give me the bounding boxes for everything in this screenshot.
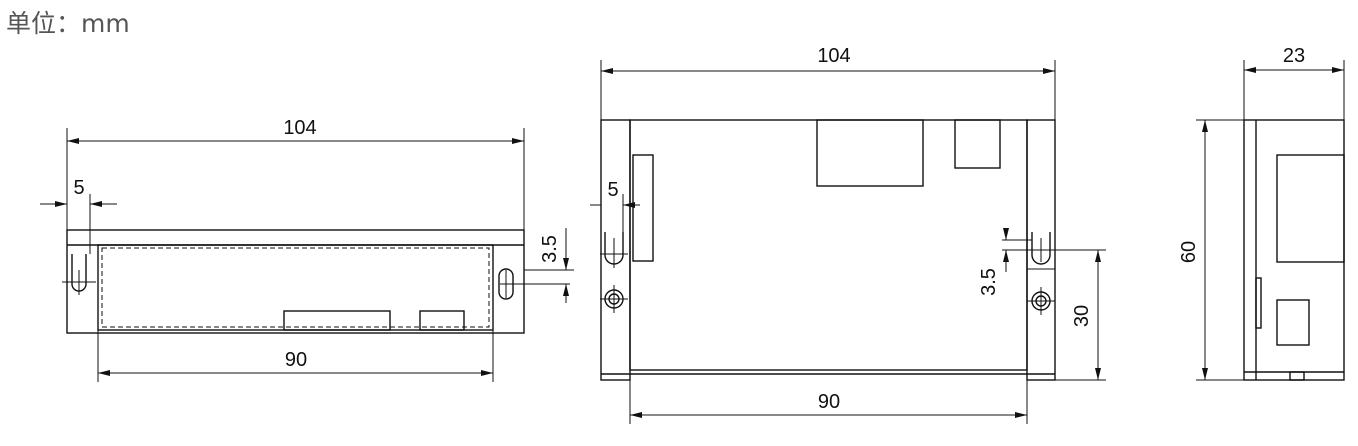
bottom-view-length-dim: 104 — [283, 117, 316, 139]
top-view-component-large — [816, 119, 924, 187]
top-view-spacing-dim: 90 — [818, 391, 840, 413]
bottom-view-hole-dim: 3.5 — [539, 235, 561, 263]
top-view-side-connector — [632, 154, 654, 262]
side-view-port-large — [1276, 154, 1345, 263]
bottom-view-right-slot — [498, 268, 514, 300]
top-view: 104 5 3.5 30 90 — [590, 45, 1106, 424]
top-view-hole-dim: 3.5 — [978, 268, 1000, 296]
side-view-foot — [1289, 371, 1305, 381]
unit-label: 单位：mm — [6, 9, 130, 38]
side-view-height-dim: 60 — [1178, 241, 1200, 263]
side-view-housing — [1243, 119, 1345, 381]
bottom-view-spacing-dim: 90 — [285, 349, 307, 371]
bottom-view-housing — [97, 244, 494, 331]
side-view-width-dim: 23 — [1283, 45, 1305, 67]
bottom-view-connector-large — [283, 310, 391, 331]
top-view-vertical-dim: 30 — [1071, 305, 1093, 327]
side-view-tab — [1255, 277, 1262, 329]
bottom-view: 104 5 3.5 90 — [40, 117, 574, 382]
top-view-component-small — [954, 119, 1001, 169]
bottom-view-edge-dim: 5 — [73, 177, 84, 199]
top-view-length-dim: 104 — [817, 45, 850, 67]
side-view: 23 60 — [1178, 45, 1345, 381]
side-view-port-small — [1276, 299, 1310, 346]
top-view-edge-dim: 5 — [607, 179, 618, 201]
bottom-view-connector-small — [419, 310, 465, 331]
top-view-right-slot — [1031, 232, 1051, 265]
top-view-housing — [629, 119, 1028, 371]
